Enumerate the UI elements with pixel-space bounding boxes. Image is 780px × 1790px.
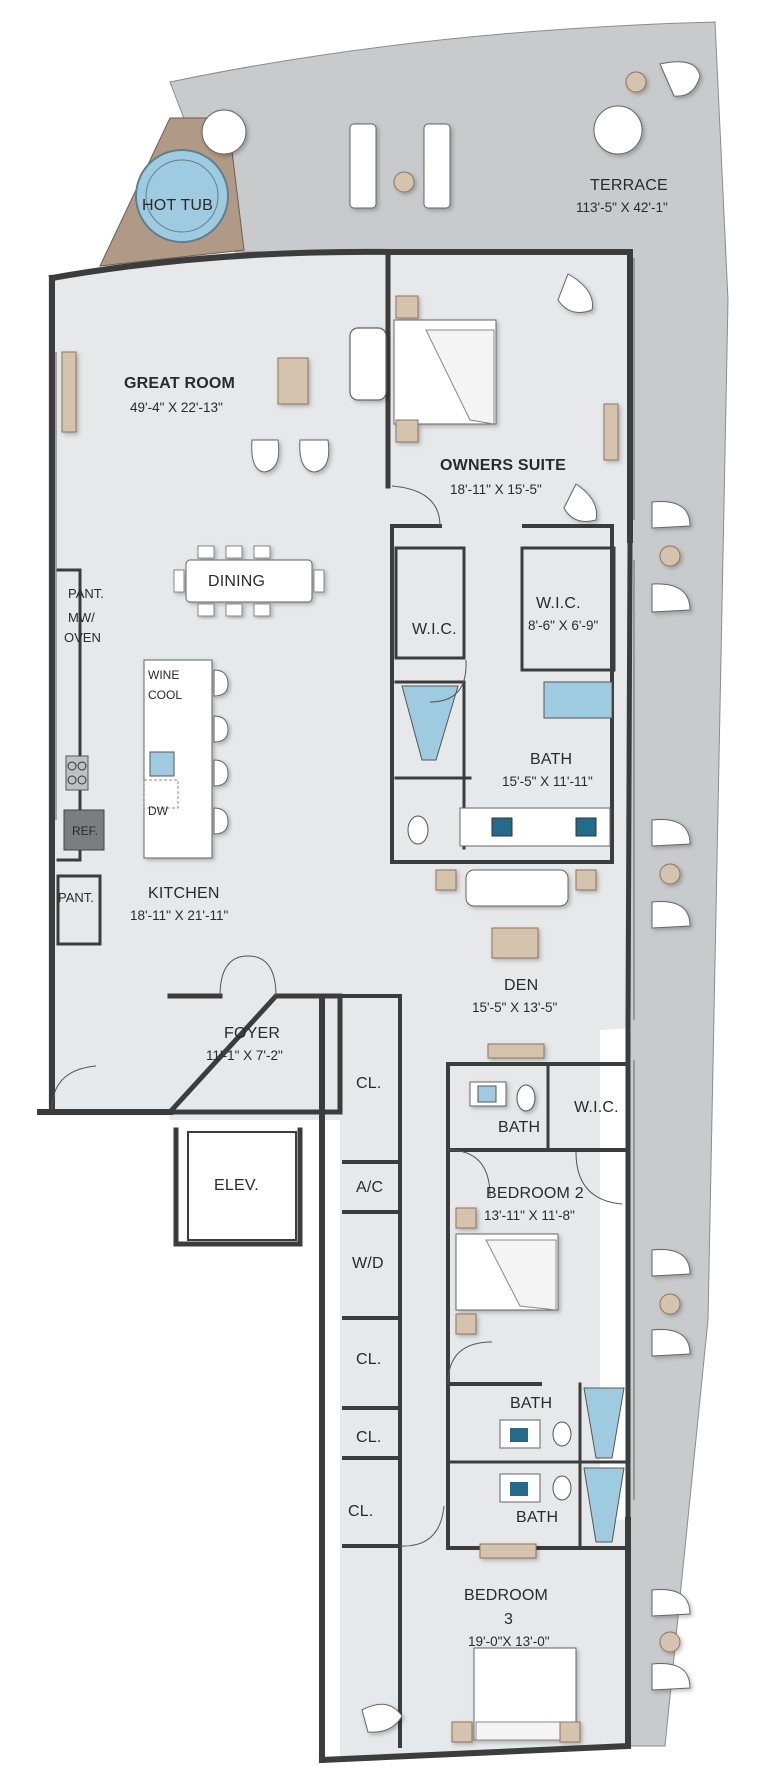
terrace-dimensions: 113'-5" X 42'-1" <box>576 200 668 215</box>
pantry-top-label: PANT. <box>68 586 104 601</box>
bedroom3-furniture <box>361 1543 581 1743</box>
owners-bath-fixtures <box>401 681 613 847</box>
bedroom2-dimensions: 13'-11" X 11'-8" <box>484 1208 575 1223</box>
bedroom2-label: BEDROOM 2 <box>486 1185 584 1202</box>
dining-label: DINING <box>208 573 266 590</box>
great-room-dimensions: 49'-4" X 22'-13" <box>130 400 223 415</box>
kitchen-island <box>143 659 229 859</box>
mw-oven-line2: OVEN <box>64 630 101 645</box>
wic-left-label: W.I.C. <box>412 621 457 638</box>
pantry-bottom-label: PANT. <box>58 890 94 905</box>
furniture-great-room <box>61 327 387 473</box>
bedroom3-label-line2: 3 <box>504 1611 514 1628</box>
den-furniture <box>435 869 597 1059</box>
hot-tub-label: HOT TUB <box>142 197 214 214</box>
closet1-label: CL. <box>356 1075 382 1092</box>
wic-right-dimensions: 8'-6" X 6'-9" <box>528 618 599 633</box>
owners-suite-dimensions: 18'-11" X 15'-5" <box>450 482 542 497</box>
wic-bed2-label: W.I.C. <box>574 1099 619 1116</box>
walls <box>37 248 633 1764</box>
mw-oven-line1: MW/ <box>68 610 95 625</box>
den-label: DEN <box>504 977 539 994</box>
great-room-label: GREAT ROOM <box>124 375 236 392</box>
closet4-label: CL. <box>348 1503 374 1520</box>
wic-right-label: W.I.C. <box>536 595 581 612</box>
owners-bed <box>393 273 619 522</box>
foyer-label: FOYER <box>224 1025 281 1042</box>
bath4-label: BATH <box>516 1509 559 1526</box>
owners-bath-label: BATH <box>530 751 573 768</box>
closet3-label: CL. <box>356 1429 382 1446</box>
closet2-label: CL. <box>356 1351 382 1368</box>
bath3-label: BATH <box>510 1395 553 1412</box>
den-dimensions: 15'-5" X 13'-5" <box>472 1000 558 1015</box>
bedroom2-furniture <box>455 1081 559 1335</box>
kitchen-label: KITCHEN <box>148 885 220 902</box>
dining-table <box>173 545 325 617</box>
hot-tub <box>135 149 229 243</box>
terrace-furniture <box>201 61 701 1691</box>
ref-label: REF. <box>72 824 99 838</box>
ac-label: A/C <box>356 1179 384 1196</box>
foyer-dimensions: 11'-1" X 7'-2" <box>206 1048 283 1063</box>
dw-label: DW <box>148 804 168 818</box>
door-swings <box>51 485 623 1547</box>
owners-bath-dimensions: 15'-5" X 11'-11" <box>502 774 593 789</box>
bedroom3-dimensions: 19'-0"X 13'-0" <box>468 1634 550 1649</box>
wine-cool-line1: WINE <box>148 668 180 682</box>
bath3-bath4-fixtures <box>499 1387 625 1543</box>
windows <box>55 258 635 1500</box>
wine-cool-line2: COOL <box>148 688 183 702</box>
elev-label: ELEV. <box>214 1177 259 1194</box>
owners-suite-label: OWNERS SUITE <box>440 457 566 474</box>
bath2-label: BATH <box>498 1119 541 1136</box>
kitchen-appliances <box>63 755 105 851</box>
kitchen-dimensions: 18'-11" X 21'-11" <box>130 908 229 923</box>
bedroom3-label-line1: BEDROOM <box>464 1587 549 1604</box>
wd-label: W/D <box>352 1255 384 1272</box>
terrace-label: TERRACE <box>590 177 668 194</box>
